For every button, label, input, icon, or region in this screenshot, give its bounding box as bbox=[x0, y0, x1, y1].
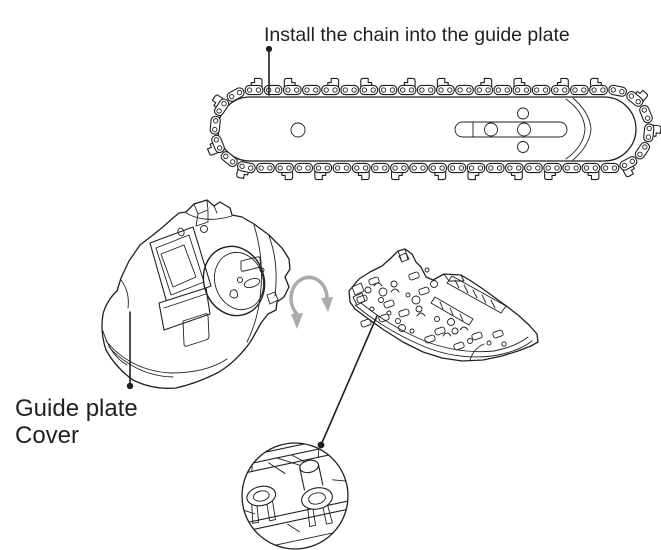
chain-link bbox=[589, 77, 608, 96]
chain-link bbox=[321, 77, 340, 96]
chain-link bbox=[275, 162, 294, 181]
chain-link bbox=[600, 162, 620, 174]
guide-plate-cover-label-line1: Guide plate bbox=[15, 395, 138, 422]
chain-link bbox=[428, 162, 448, 181]
chain-link bbox=[332, 162, 352, 174]
install-chain-label: Install the chain into the guide plate bbox=[264, 24, 570, 46]
chain-link bbox=[209, 115, 221, 135]
guide-plate-cover-illustration bbox=[101, 199, 291, 389]
guide-plate-cover-leader-line bbox=[126, 311, 134, 390]
cover-inner-outline bbox=[348, 248, 539, 362]
install-chain-leader-line bbox=[265, 45, 273, 96]
guide-bar bbox=[217, 96, 637, 162]
chain-link bbox=[619, 156, 638, 178]
chain-link bbox=[409, 162, 428, 174]
chain-link bbox=[302, 84, 321, 96]
flip-over-arrow-icon bbox=[289, 275, 333, 329]
bar-nose-line bbox=[565, 98, 586, 160]
guide-plate-cover-label-line2: Cover bbox=[15, 422, 79, 449]
chain-link bbox=[436, 77, 455, 96]
chain-rivet-closeup-circle bbox=[241, 442, 349, 550]
bar-nose-line bbox=[572, 97, 592, 161]
chain-link bbox=[485, 162, 505, 174]
chain-link bbox=[608, 84, 627, 97]
chain-link bbox=[639, 104, 653, 124]
cover-inner-side-illustration bbox=[348, 248, 539, 362]
chain-link bbox=[550, 77, 570, 96]
chain-link bbox=[634, 141, 651, 160]
closeup-outline bbox=[241, 442, 349, 550]
chain-link bbox=[220, 151, 238, 168]
chain-link bbox=[455, 84, 474, 96]
chain-link bbox=[244, 77, 264, 96]
chain-link bbox=[416, 84, 436, 96]
bar-slot-hole bbox=[484, 122, 498, 137]
chain-link bbox=[351, 162, 371, 181]
chain-link bbox=[474, 77, 494, 96]
chain-link bbox=[397, 77, 417, 96]
chain-link bbox=[263, 84, 283, 96]
chain-link bbox=[390, 162, 409, 181]
bar-hole bbox=[517, 141, 529, 153]
guide-bar-with-chain-illustration bbox=[206, 77, 661, 181]
chain-link bbox=[211, 94, 230, 117]
chain-link bbox=[524, 162, 543, 174]
chain-link bbox=[282, 77, 302, 96]
chain-link bbox=[236, 161, 256, 180]
chain-link bbox=[370, 162, 390, 174]
chain-link bbox=[643, 123, 661, 143]
cover-inner-mechanism-detail bbox=[356, 267, 507, 351]
chain-link bbox=[531, 84, 551, 96]
chain-link bbox=[493, 84, 513, 96]
chain-link bbox=[581, 162, 601, 181]
chain-link bbox=[340, 84, 360, 96]
chain-link bbox=[626, 89, 648, 107]
chain-link bbox=[256, 162, 275, 174]
bar-hole bbox=[517, 107, 529, 120]
chain-link bbox=[543, 162, 562, 181]
chain-link bbox=[359, 77, 379, 96]
chain-link bbox=[570, 84, 589, 96]
chain-link bbox=[466, 162, 486, 181]
chain-link bbox=[447, 162, 467, 174]
bar-slot bbox=[454, 121, 568, 138]
chain-link bbox=[504, 162, 524, 181]
chain-link bbox=[562, 162, 582, 174]
cover-pad bbox=[182, 313, 210, 347]
bar-slot-hole bbox=[517, 122, 531, 137]
cover-latch bbox=[149, 226, 212, 331]
chain-link bbox=[512, 77, 532, 96]
closeup-leader-line bbox=[317, 315, 378, 449]
bar-hole bbox=[290, 122, 306, 138]
chain-link bbox=[378, 84, 398, 96]
chain-link bbox=[206, 134, 225, 156]
chain-link bbox=[226, 87, 245, 102]
chain-link bbox=[294, 162, 314, 174]
chain-link bbox=[313, 162, 333, 181]
